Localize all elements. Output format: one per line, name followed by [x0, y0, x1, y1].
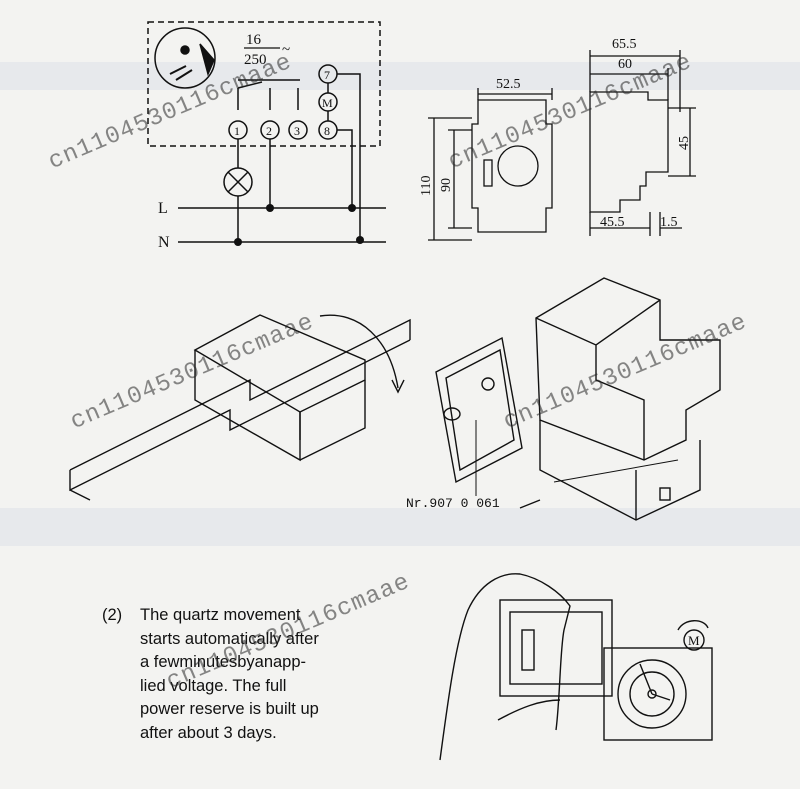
- dim-1-5: 1.5: [660, 215, 678, 230]
- terminal-1: 1: [234, 124, 240, 138]
- fraction-suffix: ~: [282, 42, 290, 58]
- motor-badge: M: [688, 633, 700, 648]
- hand-icon: [439, 573, 571, 761]
- show-through-band-2: [0, 508, 800, 546]
- terminal-3: 3: [294, 124, 300, 138]
- terminal-8: 8: [324, 124, 330, 138]
- side-view-outline: [589, 91, 669, 213]
- terminal-2: 2: [266, 124, 272, 138]
- dim-110: 110: [419, 176, 434, 196]
- show-through-band-1: [0, 62, 800, 90]
- caption-line-3: a fewminutesbyanapp-: [140, 653, 307, 671]
- cover-plate: [435, 336, 523, 484]
- dim-52-5: 52.5: [496, 77, 521, 92]
- instruction-caption: (2) The quartz movement starts automatic…: [96, 604, 396, 745]
- motor-symbol: M: [322, 96, 333, 110]
- step-number: (2): [102, 606, 123, 624]
- front-view-outline: [471, 99, 553, 233]
- caption-line-6: after about 3 days.: [140, 723, 277, 742]
- caption-line-1: The quartz movement: [140, 606, 301, 624]
- part-number: Nr.907 0 061: [406, 496, 500, 511]
- dim-90: 90: [439, 178, 454, 192]
- caption-line-2: starts automatically after: [140, 629, 319, 648]
- dim-45: 45: [677, 136, 692, 150]
- dim-65-5: 65.5: [612, 37, 637, 52]
- fraction-top: 16: [246, 32, 262, 48]
- fraction-bottom: 250: [244, 52, 267, 68]
- timer-housing-outline: [147, 21, 381, 147]
- line-L-label: L: [158, 200, 168, 217]
- clock-module: [603, 647, 713, 741]
- caption-line-4: lied voltage. The full: [140, 676, 287, 695]
- line-N-label: N: [158, 234, 170, 251]
- caption-line-5: power reserve is built up: [140, 700, 319, 718]
- dim-45-5: 45.5: [600, 215, 625, 230]
- dim-60: 60: [618, 57, 632, 72]
- terminal-7: 7: [324, 68, 330, 82]
- dial-icon: [154, 27, 216, 89]
